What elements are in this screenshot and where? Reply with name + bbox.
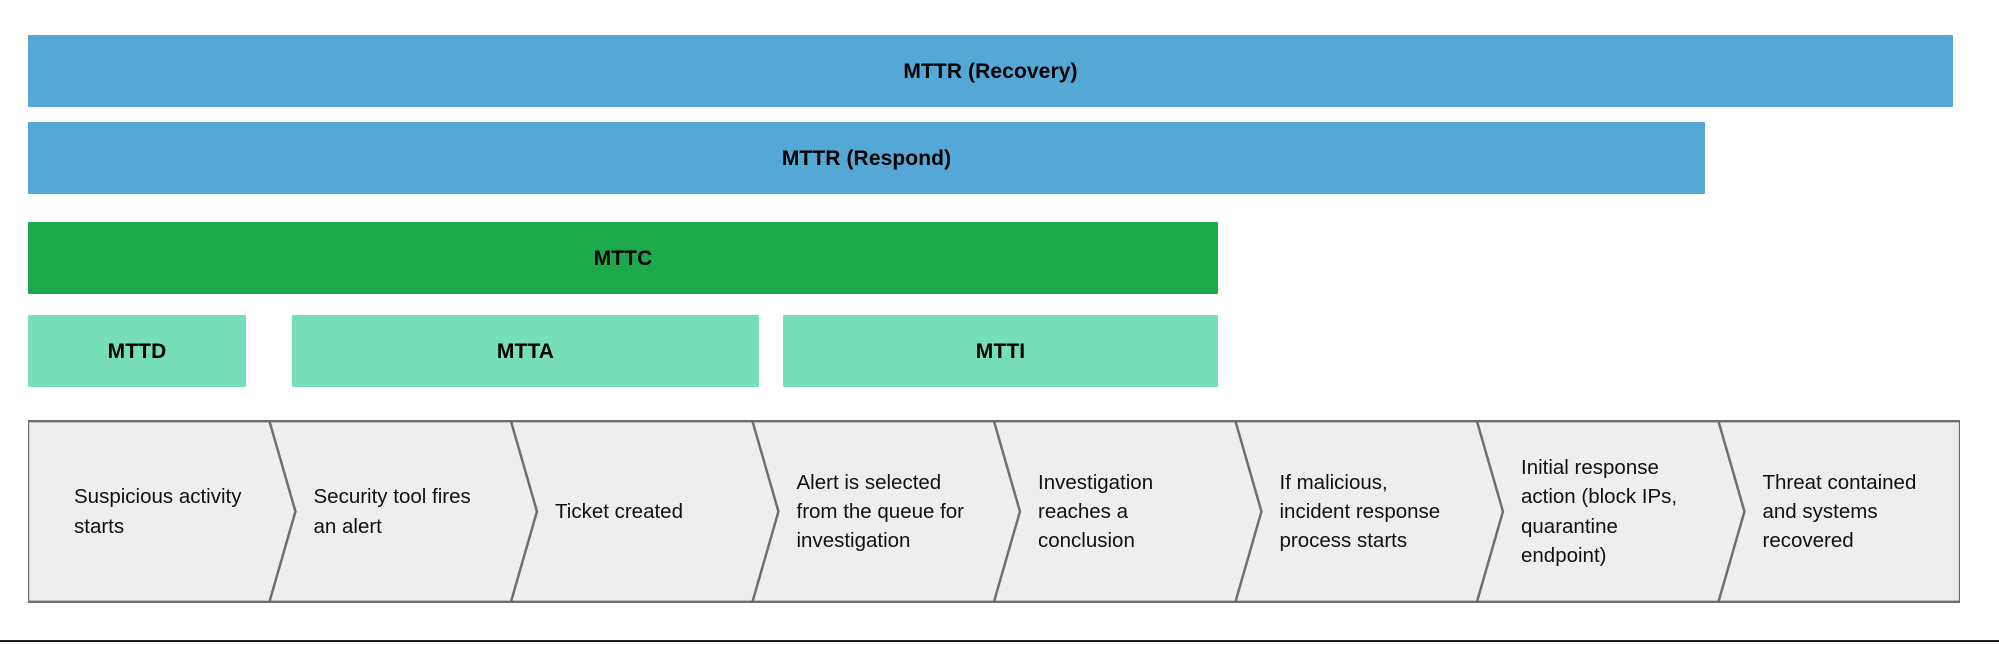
process-step-label: Threat contained and systems recovered [1762, 470, 1917, 553]
metric-bar-label: MTTR (Recovery) [903, 59, 1078, 83]
process-step-8: Threat contained and systems recovered [1719, 420, 1961, 603]
metric-bar-mttd: MTTD [28, 315, 246, 387]
metric-bar-mttr-respond: MTTR (Respond) [28, 122, 1705, 194]
process-step-shape [1716, 420, 1960, 603]
process-step-label: Investigation reaches a conclusion [1038, 470, 1154, 553]
process-step-6: If malicious, incident response process … [1236, 420, 1478, 603]
metric-bar-mttc: MTTC [28, 222, 1218, 294]
process-step-7: Initial response action (block IPs, quar… [1477, 420, 1719, 603]
process-step-label: Security tool fires an alert [313, 485, 471, 538]
process-flow-shapes [28, 420, 1960, 603]
process-step-label: Alert is selected from the queue for inv… [796, 470, 965, 553]
metric-bar-label: MTTR (Respond) [781, 146, 952, 170]
process-step-3: Ticket created [511, 420, 753, 603]
metric-bar-label: MTTA [496, 339, 555, 363]
bottom-divider-rule [0, 640, 1999, 642]
metric-bar-mttr-recovery: MTTR (Recovery) [28, 35, 1953, 107]
process-step-5: Investigation reaches a conclusion [994, 420, 1236, 603]
metric-bar-label: MTTI [975, 339, 1026, 363]
process-step-label: Suspicious activity starts [74, 485, 242, 538]
process-step-label: Initial response action (block IPs, quar… [1521, 456, 1678, 567]
metric-bar-mtti: MTTI [783, 315, 1218, 387]
metric-bar-label: MTTC [593, 246, 653, 270]
process-step-label: Ticket created [555, 499, 683, 523]
process-step-2: Security tool fires an alert [270, 420, 512, 603]
metric-bar-label: MTTD [107, 339, 167, 363]
process-step-1: Suspicious activity starts [28, 420, 270, 603]
process-step-label: If malicious, incident response process … [1279, 470, 1441, 553]
metric-bar-mtta: MTTA [292, 315, 759, 387]
process-flow-band: Suspicious activity starts Security tool … [28, 420, 1960, 603]
process-step-4: Alert is selected from the queue for inv… [753, 420, 995, 603]
